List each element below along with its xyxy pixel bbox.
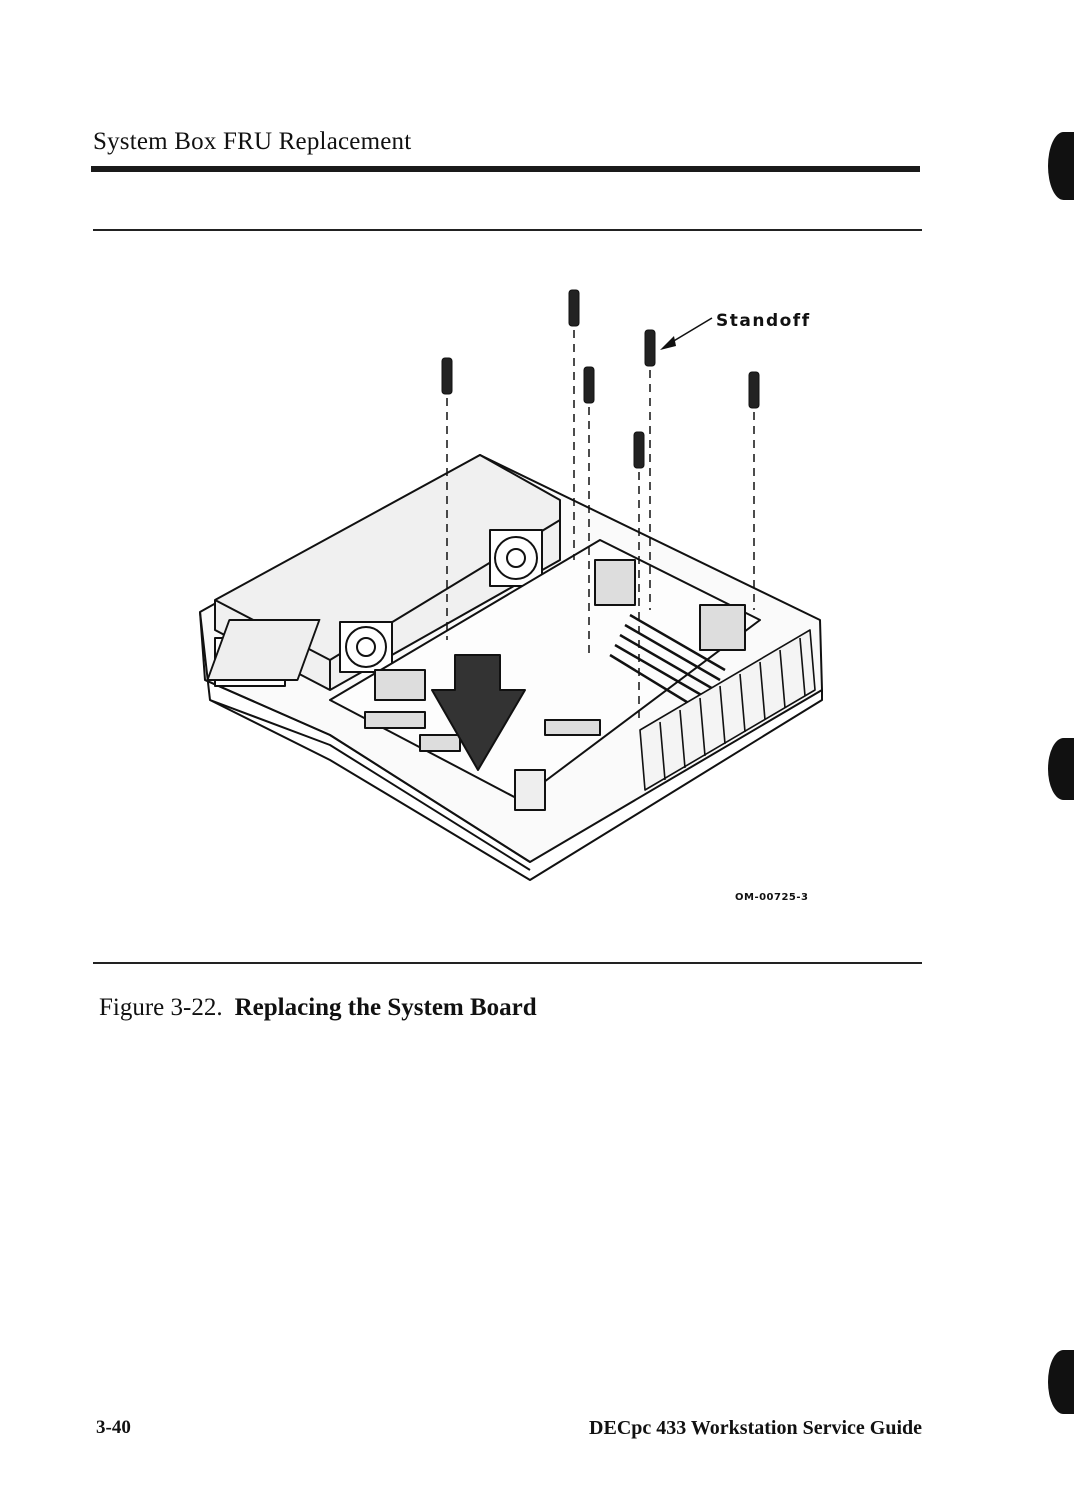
caption-title: Replacing the System Board bbox=[235, 994, 537, 1021]
fan-left bbox=[340, 622, 392, 672]
standoff-callout: Standoff bbox=[716, 311, 811, 331]
fan-right bbox=[490, 530, 542, 586]
standoff-6 bbox=[749, 372, 759, 610]
book-title: DECpc 433 Workstation Service Guide bbox=[589, 1417, 922, 1440]
figure-bottom-rule bbox=[93, 962, 922, 964]
page-number: 3-40 bbox=[96, 1417, 131, 1439]
thumb-tab-middle bbox=[1048, 738, 1074, 800]
thumb-tab-top bbox=[1048, 132, 1074, 200]
caption-number: Figure 3-22. bbox=[99, 994, 223, 1021]
figure-code: OM-00725-3 bbox=[735, 892, 809, 903]
figure-caption: Figure 3-22. Replacing the System Board bbox=[99, 994, 537, 1022]
thumb-tab-bottom bbox=[1048, 1350, 1074, 1414]
callout-leader bbox=[672, 318, 712, 342]
